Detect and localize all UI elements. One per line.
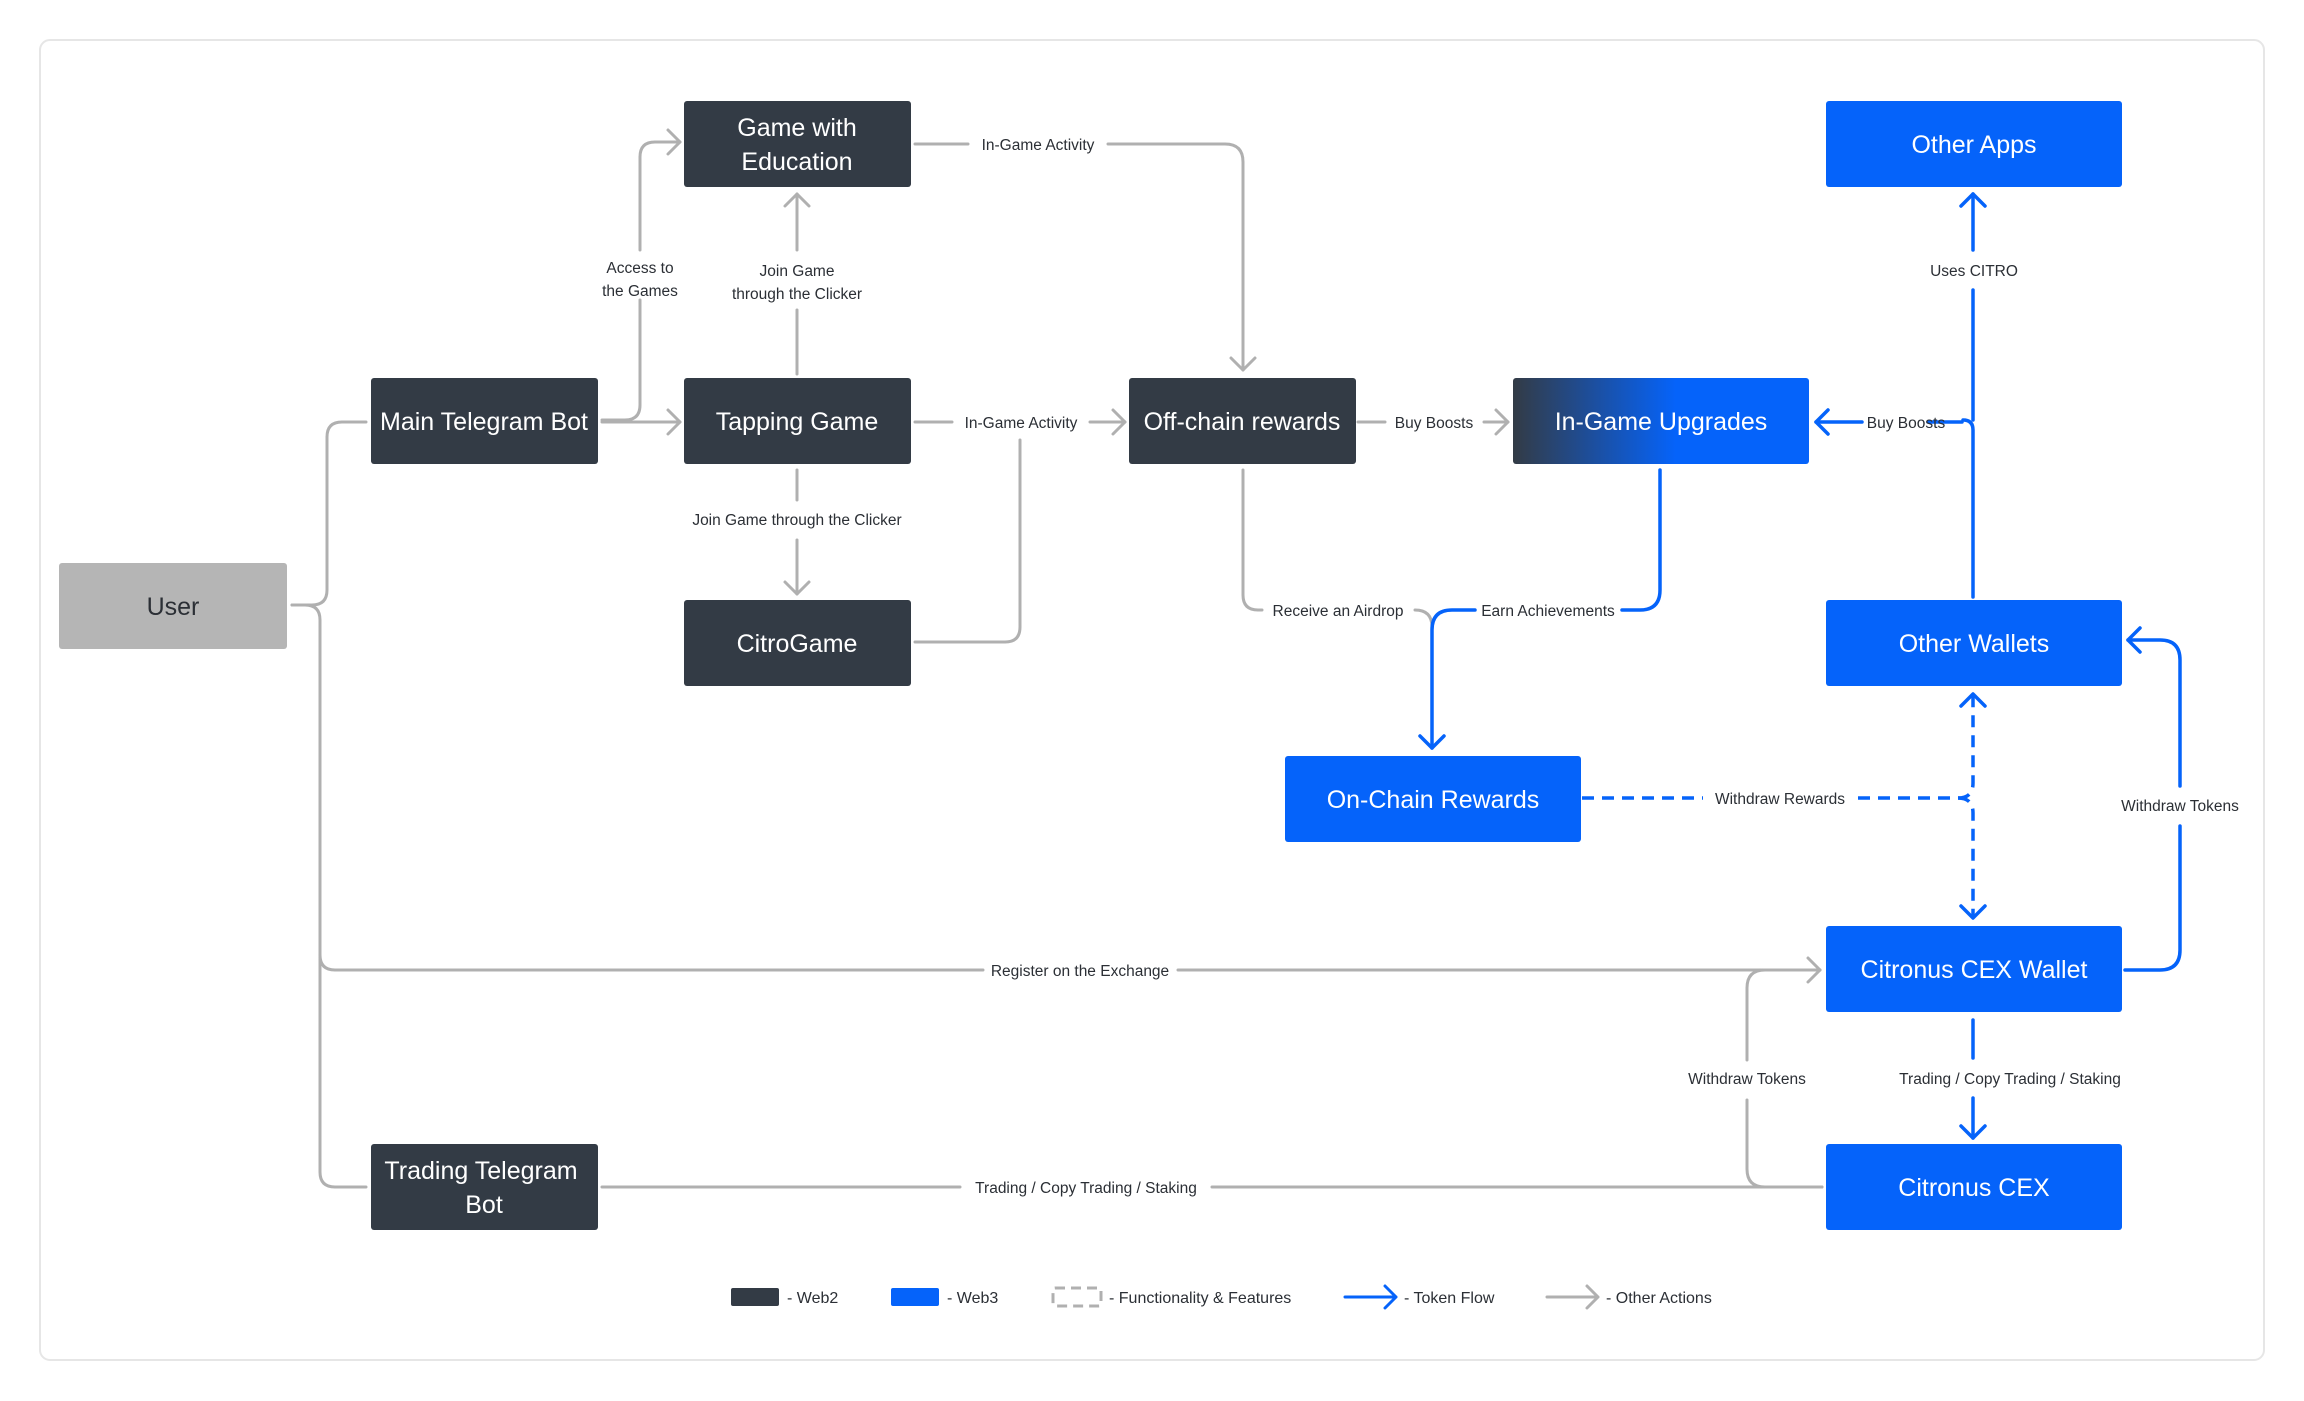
label-join-down: Join Game through the Clicker bbox=[692, 512, 901, 529]
node-on-chain-rewards-label: On-Chain Rewards bbox=[1327, 786, 1540, 814]
diagram-frame bbox=[39, 39, 2265, 1361]
node-main-telegram-bot-label: Main Telegram Bot bbox=[380, 408, 588, 436]
node-user: User bbox=[59, 563, 287, 649]
label-join-up-1: Join Game bbox=[760, 263, 835, 280]
arrowhead-buy-boosts-left bbox=[1494, 408, 1510, 436]
node-off-chain-rewards: Off-chain rewards bbox=[1129, 378, 1356, 464]
arrowhead-join-down bbox=[783, 580, 811, 596]
edge-user-to-main-bot bbox=[290, 420, 368, 607]
legend-web3-swatch bbox=[891, 1288, 939, 1306]
arrowhead-buy-boosts-right bbox=[1814, 408, 1830, 436]
arrowhead-uses-citro bbox=[1959, 192, 1987, 208]
node-citronus-cex: Citronus CEX bbox=[1826, 1144, 2122, 1230]
arrowhead-activity-mid bbox=[1111, 408, 1127, 436]
node-trading-telegram-bot-line1: Trading Telegram bbox=[384, 1157, 577, 1185]
node-tapping-game-label: Tapping Game bbox=[716, 408, 879, 436]
node-off-chain-rewards-label: Off-chain rewards bbox=[1144, 408, 1341, 436]
label-join-up-2: through the Clicker bbox=[732, 286, 862, 303]
edge-activity-top-b bbox=[1106, 142, 1245, 372]
arrowhead-withdraw-rewards-up bbox=[1959, 692, 1987, 708]
arrowhead-activity-top bbox=[1229, 356, 1257, 372]
node-citrogame: CitroGame bbox=[684, 600, 911, 686]
label-withdraw-tokens-right: Withdraw Tokens bbox=[2121, 798, 2239, 815]
arrowhead-access-games bbox=[666, 128, 682, 156]
node-on-chain-rewards: On-Chain Rewards bbox=[1285, 756, 1581, 842]
arrowhead-main-to-tapping bbox=[666, 408, 682, 436]
label-in-game-activity-top: In-Game Activity bbox=[982, 137, 1095, 154]
node-in-game-upgrades-label: In-Game Upgrades bbox=[1555, 408, 1768, 436]
node-citrogame-label: CitroGame bbox=[737, 630, 858, 658]
node-in-game-upgrades: In-Game Upgrades bbox=[1513, 378, 1809, 464]
edge-earn-achievements-b bbox=[1430, 608, 1477, 750]
label-access-games-1: Access to bbox=[606, 260, 673, 277]
label-in-game-activity-mid: In-Game Activity bbox=[965, 415, 1078, 432]
edge-airdrop bbox=[1241, 468, 1264, 612]
label-withdraw-rewards: Withdraw Rewards bbox=[1715, 791, 1845, 808]
edge-access-games-upper bbox=[638, 140, 682, 252]
label-trading-copy-staking-bottom: Trading / Copy Trading / Staking bbox=[975, 1180, 1197, 1197]
node-tapping-game: Tapping Game bbox=[684, 378, 911, 464]
label-buy-boosts-right: Buy Boosts bbox=[1867, 415, 1946, 432]
label-earn-achievements: Earn Achievements bbox=[1481, 603, 1615, 620]
label-withdraw-tokens-left: Withdraw Tokens bbox=[1688, 1071, 1806, 1088]
legend-web2-label: - Web2 bbox=[787, 1290, 838, 1307]
edge-withdraw-left-b bbox=[1745, 968, 1822, 1062]
legend-features-label: - Functionality & Features bbox=[1109, 1290, 1291, 1307]
node-trading-telegram-bot: Trading Telegram Bot bbox=[371, 1144, 598, 1230]
label-trading-copy-staking-right: Trading / Copy Trading / Staking bbox=[1899, 1071, 2121, 1088]
legend-web3-label: - Web3 bbox=[947, 1290, 998, 1307]
node-game-with-education-line1: Game with bbox=[737, 114, 856, 142]
edge-register-exchange bbox=[318, 953, 985, 972]
edge-user-trunk-down bbox=[290, 603, 368, 1189]
node-citronus-cex-wallet-label: Citronus CEX Wallet bbox=[1861, 956, 2088, 984]
node-trading-telegram-bot-line2: Bot bbox=[465, 1191, 503, 1219]
legend-web2-swatch bbox=[731, 1288, 779, 1306]
node-main-telegram-bot: Main Telegram Bot bbox=[371, 378, 598, 464]
node-other-wallets-label: Other Wallets bbox=[1899, 630, 2050, 658]
legend-other-actions-label: - Other Actions bbox=[1606, 1290, 1712, 1307]
label-buy-boosts-left: Buy Boosts bbox=[1395, 415, 1474, 432]
edge-withdraw-left-a bbox=[1745, 1098, 1824, 1189]
edge-withdraw-rewards-down bbox=[1957, 796, 1975, 918]
arrowhead-withdraw-right bbox=[2126, 626, 2142, 654]
node-game-with-education: Game with Education bbox=[684, 101, 911, 187]
node-other-apps: Other Apps bbox=[1826, 101, 2122, 187]
edge-citrogame-to-activity bbox=[913, 438, 1022, 644]
edge-earn-achievements-a bbox=[1620, 468, 1662, 612]
node-game-with-education-line2: Education bbox=[741, 148, 852, 176]
node-user-label: User bbox=[147, 593, 200, 621]
arrowhead-join-up bbox=[783, 192, 811, 208]
arrowhead-earn-achievements bbox=[1418, 734, 1446, 750]
label-uses-citro: Uses CITRO bbox=[1930, 263, 2018, 280]
legend-token-flow-label: - Token Flow bbox=[1404, 1290, 1495, 1307]
edge-access-games-lower bbox=[600, 298, 642, 422]
label-access-games-2: the Games bbox=[602, 283, 678, 300]
legend-other-actions-arrow bbox=[1545, 1284, 1600, 1310]
label-register-exchange: Register on the Exchange bbox=[991, 963, 1169, 980]
node-citronus-cex-wallet: Citronus CEX Wallet bbox=[1826, 926, 2122, 1012]
arrowhead-trading-right bbox=[1959, 1124, 1987, 1140]
edge-uses-citro-a bbox=[1961, 418, 1975, 599]
legend-token-flow-arrow bbox=[1343, 1284, 1398, 1310]
edge-withdraw-right-b bbox=[2126, 638, 2182, 788]
label-receive-airdrop: Receive an Airdrop bbox=[1273, 603, 1404, 620]
legend-features-swatch bbox=[1051, 1286, 1103, 1308]
arrowhead-withdraw-rewards-down bbox=[1959, 904, 1987, 920]
legend: - Web2 - Web3 - Functionality & Features… bbox=[731, 1284, 1712, 1310]
node-other-apps-label: Other Apps bbox=[1911, 131, 2036, 159]
edge-withdraw-right-a bbox=[2123, 824, 2182, 972]
node-citronus-cex-label: Citronus CEX bbox=[1898, 1174, 2050, 1202]
node-other-wallets: Other Wallets bbox=[1826, 600, 2122, 686]
